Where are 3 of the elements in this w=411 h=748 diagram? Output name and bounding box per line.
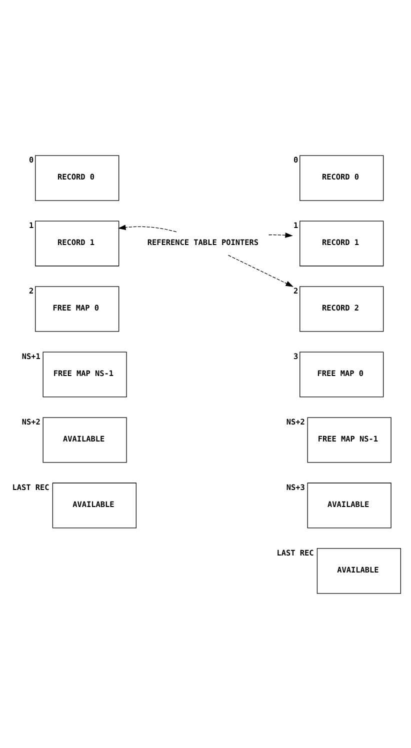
arrow [228,254,294,286]
arrow [268,232,293,238]
arrow [118,224,177,232]
